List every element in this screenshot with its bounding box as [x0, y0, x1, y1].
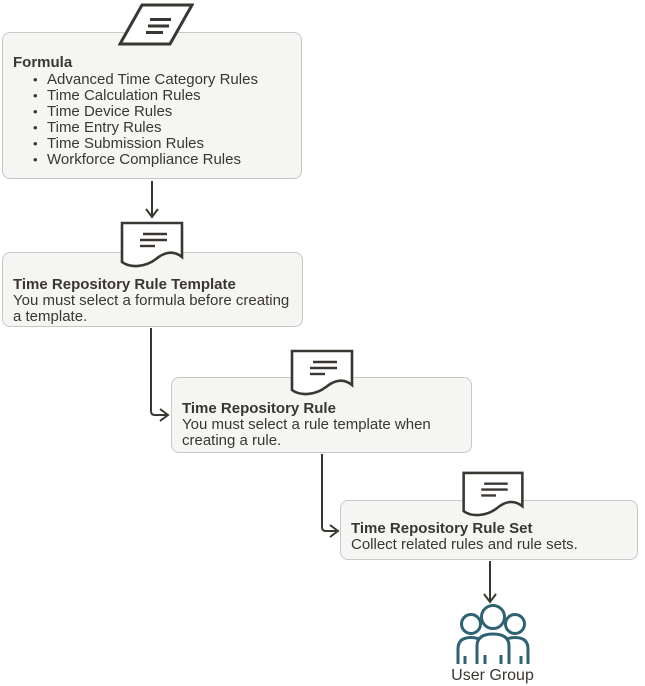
list-item: Workforce Compliance Rules	[33, 152, 293, 169]
user-group-label: User Group	[451, 667, 534, 684]
node-formula-title: Formula	[13, 54, 73, 71]
node-rule: Time Repository Rule You must select a r…	[171, 377, 472, 453]
arrow-formula-to-template	[145, 181, 159, 219]
arrow-ruleset-to-usergroup	[483, 561, 497, 604]
document-icon	[461, 471, 525, 517]
arrow-template-to-rule	[150, 328, 170, 422]
user-group: User Group	[420, 604, 565, 685]
node-rule-set-body: Collect related rules and rule sets.	[351, 536, 578, 553]
node-formula: Formula Advanced Time Category Rules Tim…	[2, 32, 302, 179]
node-rule-title: Time Repository Rule	[182, 400, 336, 417]
document-icon	[290, 349, 354, 396]
node-rule-set: Time Repository Rule Set Collect related…	[340, 500, 638, 560]
list-item: Advanced Time Category Rules	[33, 72, 293, 89]
node-rule-template-body: You must select a formula before creatin…	[13, 292, 290, 325]
node-rule-body: You must select a rule template when cre…	[182, 416, 431, 449]
list-item: Time Calculation Rules	[33, 88, 293, 105]
formula-parallelogram-icon	[117, 3, 195, 46]
node-rule-template-title: Time Repository Rule Template	[13, 276, 236, 293]
list-item: Time Device Rules	[33, 104, 293, 121]
document-icon	[120, 221, 184, 268]
user-group-icon	[420, 604, 565, 665]
arrow-rule-to-ruleset	[321, 454, 340, 538]
list-item: Time Entry Rules	[33, 120, 293, 137]
list-item: Time Submission Rules	[33, 136, 293, 153]
formula-rule-list: Advanced Time Category Rules Time Calcul…	[13, 72, 293, 169]
node-rule-set-title: Time Repository Rule Set	[351, 520, 533, 537]
